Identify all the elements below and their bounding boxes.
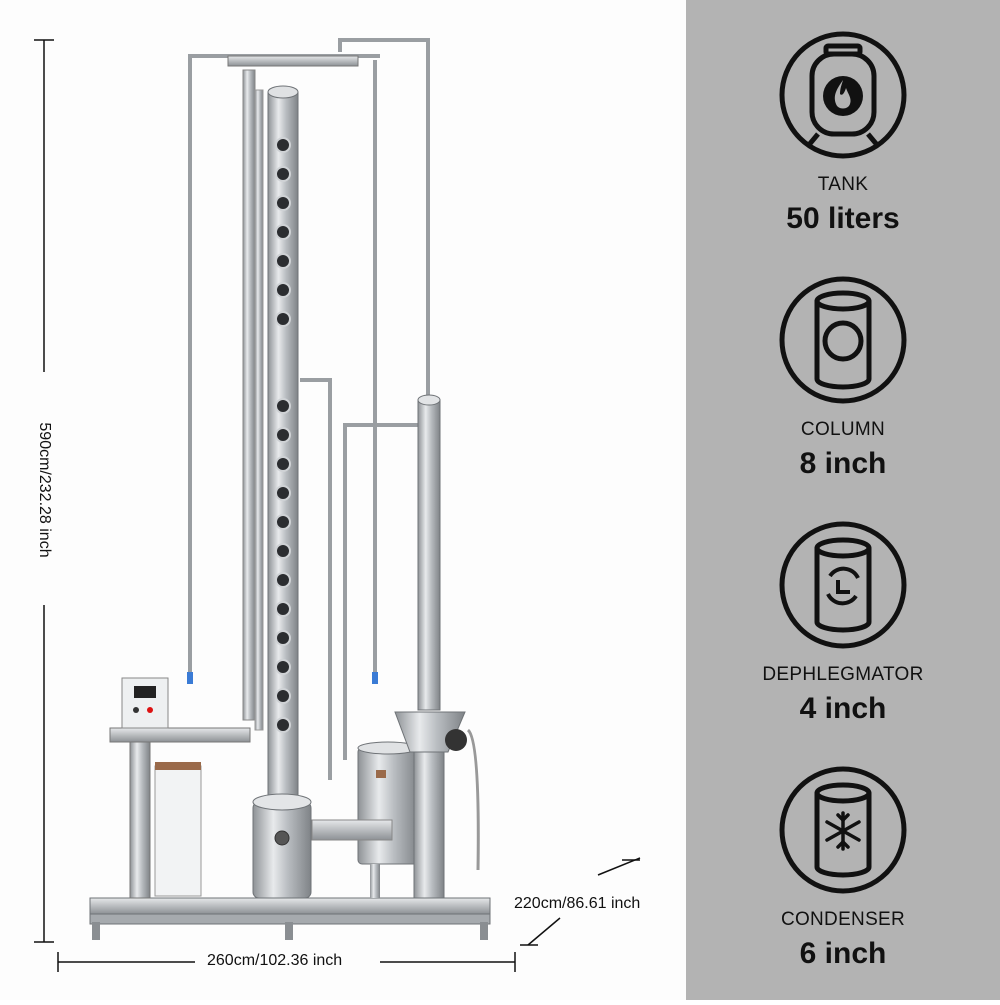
spec-column: COLUMN 8 inch xyxy=(686,275,1000,481)
control-panel xyxy=(109,677,251,899)
distillation-equipment-illustration xyxy=(34,38,641,972)
sight-glass xyxy=(275,717,291,733)
tank-flame-icon xyxy=(779,31,907,159)
product-image-area xyxy=(34,38,641,972)
spec-tank: TANK 50 liters xyxy=(686,30,1000,236)
spec-column-label: COLUMN xyxy=(800,419,886,440)
spec-condenser: CONDENSER 6 inch xyxy=(686,765,1000,971)
base-frame xyxy=(89,897,491,940)
depth-dimension-label: 220cm/86.61 inch xyxy=(514,895,641,912)
sight-glass xyxy=(275,572,291,588)
spec-tank-label: TANK xyxy=(817,174,869,195)
dephlegmator-icon xyxy=(779,521,907,649)
sight-glass xyxy=(275,514,291,530)
column-icon xyxy=(779,276,907,404)
spec-panel: TANK 50 liters COLUMN 8 inch DEPHLEGMATO… xyxy=(686,0,1000,1000)
spec-dephlegmator: DEPHLEGMATOR 4 inch xyxy=(686,520,1000,726)
sight-glass xyxy=(275,195,291,211)
sight-glass xyxy=(275,688,291,704)
spec-condenser-label: CONDENSER xyxy=(780,909,906,930)
top-manifold xyxy=(188,38,430,780)
sight-glass xyxy=(275,137,291,153)
sight-glass xyxy=(275,659,291,675)
height-dimension-label: 590cm/232.28 inch xyxy=(36,422,53,558)
sight-glass xyxy=(275,427,291,443)
condenser-column xyxy=(394,394,480,899)
sight-glass xyxy=(275,543,291,559)
condenser-snowflake-icon xyxy=(779,766,907,894)
width-dimension-line xyxy=(57,952,516,972)
depth-dimension-line xyxy=(520,857,641,946)
sight-glass xyxy=(275,630,291,646)
column-sight-glasses xyxy=(275,137,291,733)
spec-column-value: 8 inch xyxy=(799,447,887,480)
sight-glass xyxy=(275,282,291,298)
sight-glass xyxy=(275,456,291,472)
sight-glass xyxy=(275,601,291,617)
receiver-tank xyxy=(311,741,419,898)
spec-dephlegmator-label: DEPHLEGMATOR xyxy=(762,664,924,685)
spec-condenser-value: 6 inch xyxy=(799,937,887,970)
sight-glass xyxy=(275,224,291,240)
spec-tank-value: 50 liters xyxy=(786,202,900,235)
sight-glass xyxy=(275,398,291,414)
sight-glass xyxy=(275,253,291,269)
sight-glass xyxy=(275,485,291,501)
spec-dephlegmator-value: 4 inch xyxy=(799,692,887,725)
width-dimension-label: 260cm/102.36 inch xyxy=(207,952,343,969)
sight-glass xyxy=(275,311,291,327)
sight-glass xyxy=(275,166,291,182)
boiler-tank xyxy=(252,793,312,899)
height-dimension-line xyxy=(34,39,54,943)
